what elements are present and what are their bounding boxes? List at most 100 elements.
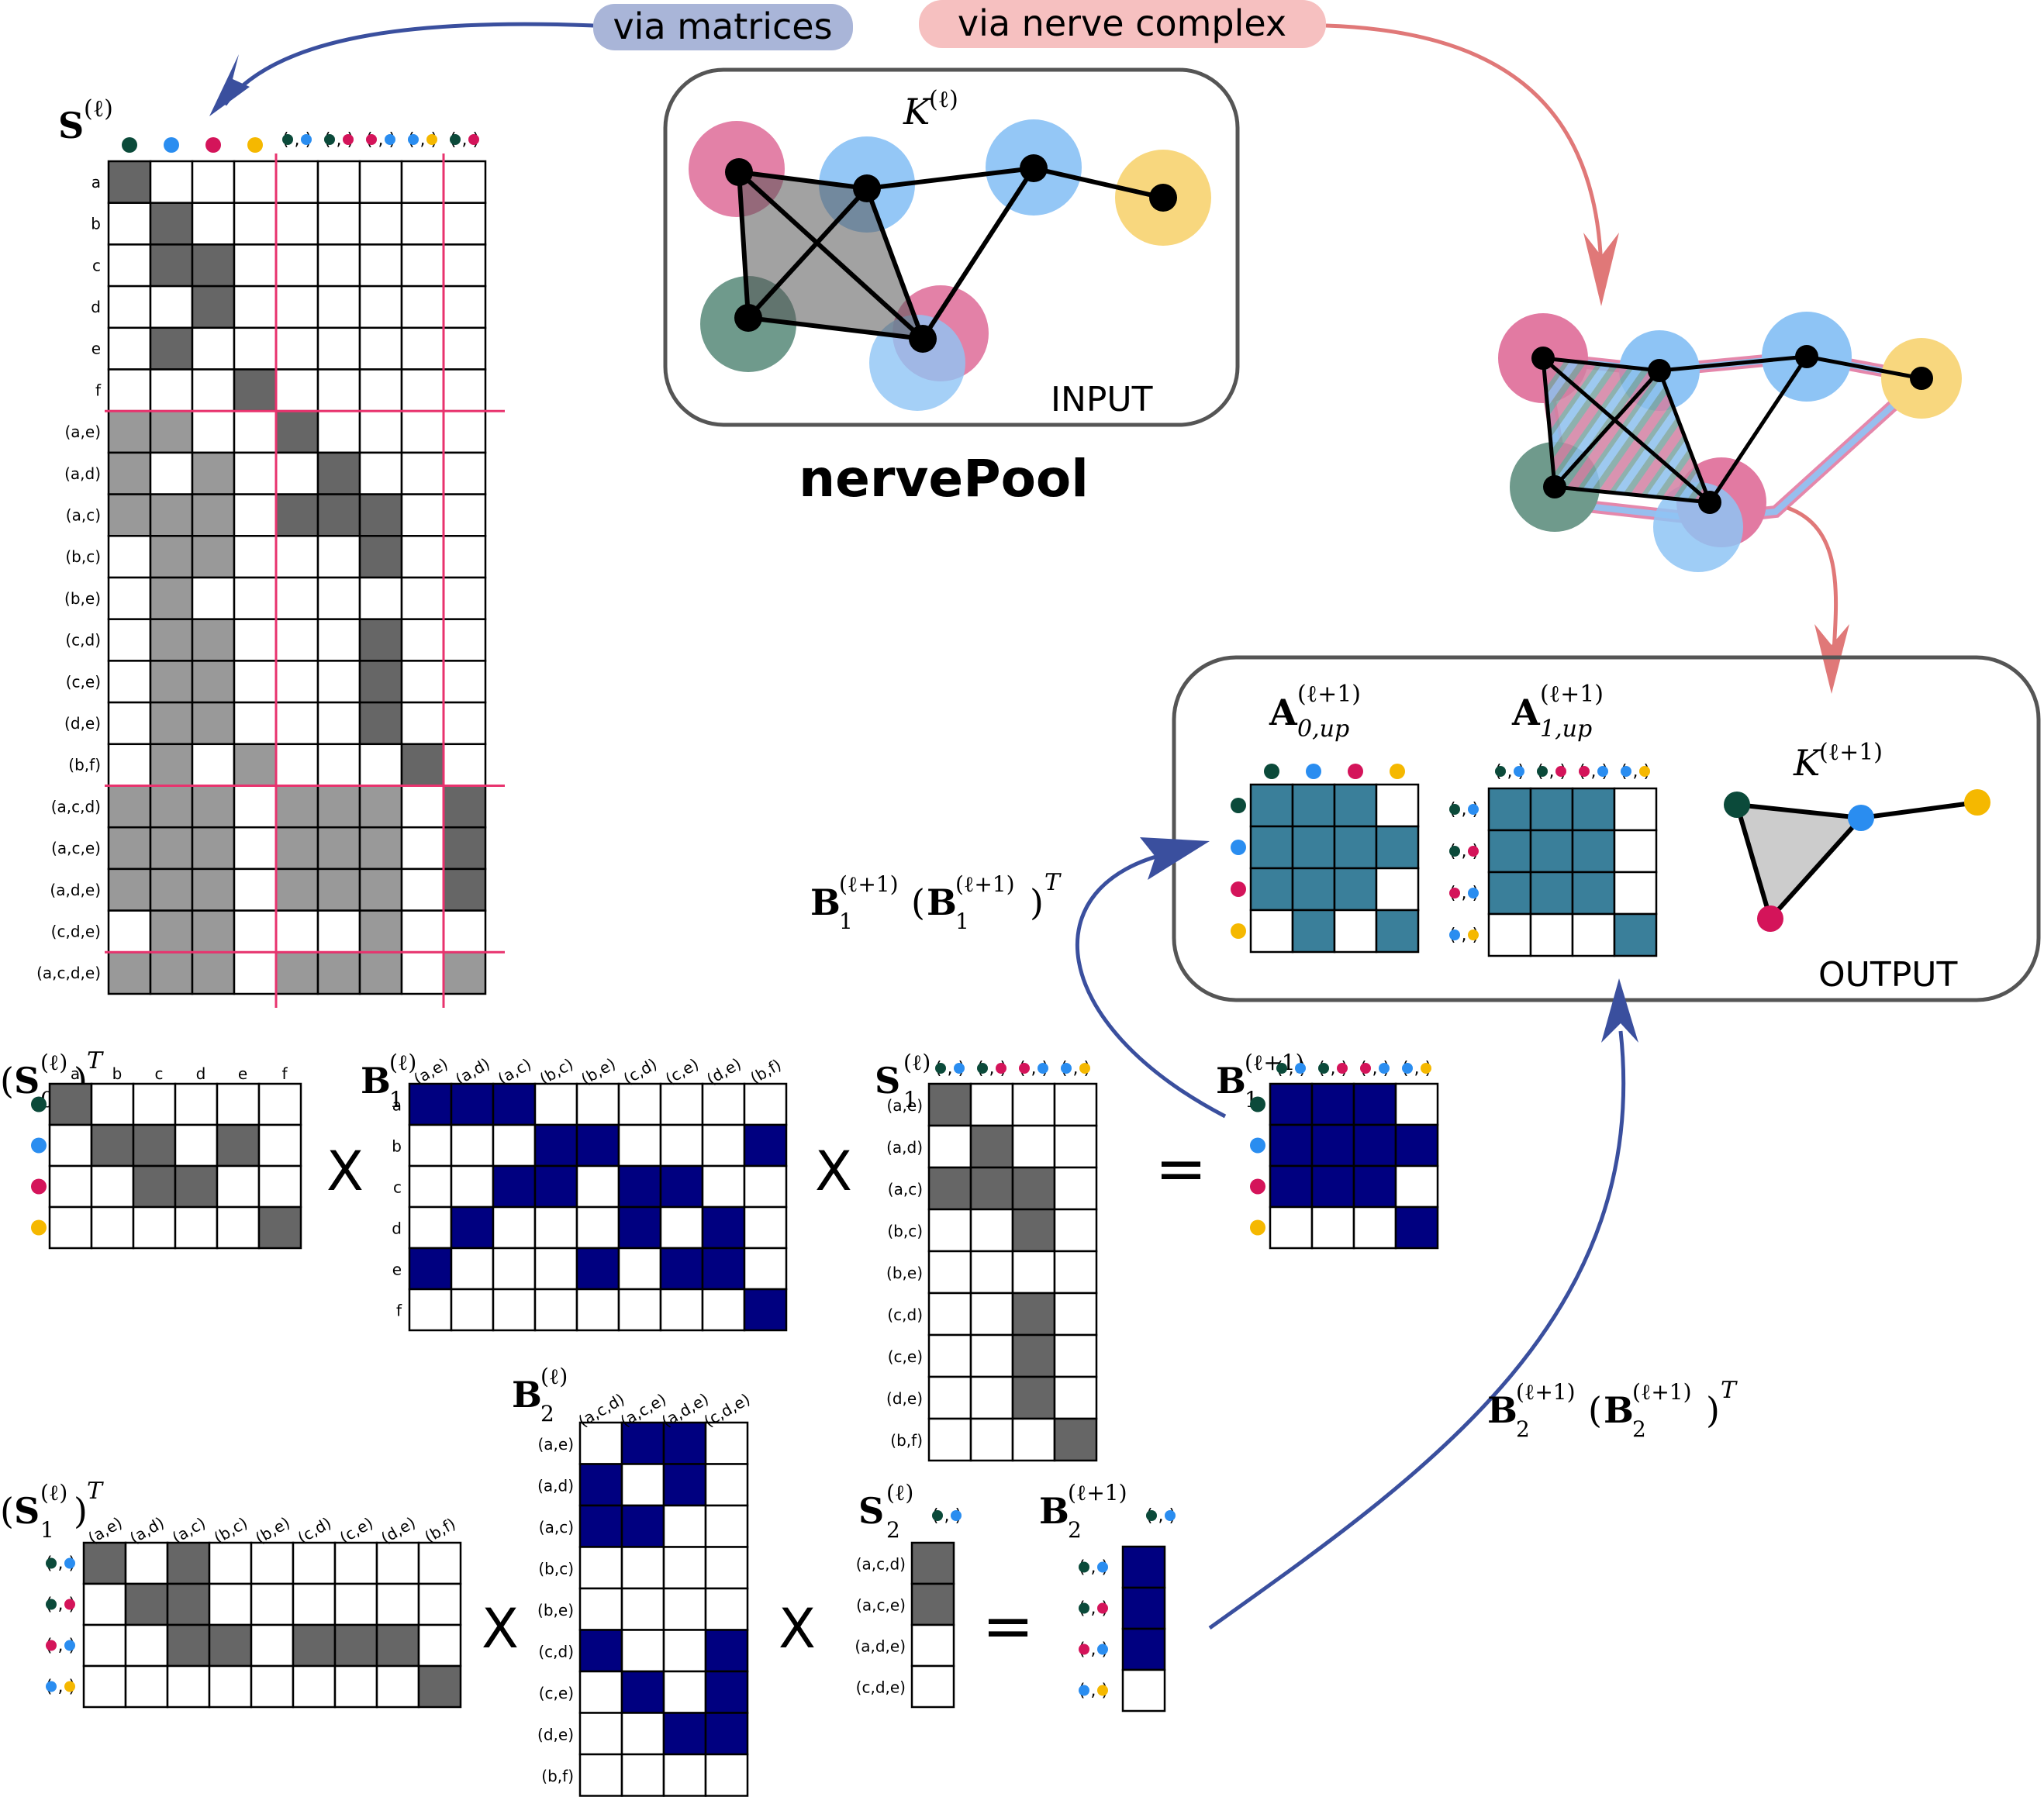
s-big-matrix-cell-8-2 [191,493,236,537]
s0t-matrix-cell-0-0 [48,1082,93,1126]
b2-to-a1-arrow [1208,1030,1626,1630]
s1-matrix-cell-6-0 [927,1333,972,1378]
s-big-matrix-cell-8-7 [400,493,445,537]
b2-matrix-cell-3-2 [662,1546,707,1590]
svg-text:(ℓ+1): (ℓ+1) [955,871,1015,897]
b1-matrix-cell-1-4 [575,1123,620,1168]
b2-matrix-cell-5-1 [620,1629,665,1673]
a1-matrix-cell-1-1 [1529,829,1574,874]
s1t-matrix-cell-0-4 [250,1541,295,1585]
b1-matrix-cell-4-0 [408,1247,453,1291]
b1next-row-dot-1 [1250,1137,1265,1154]
b1next-row-dot-2 [1250,1178,1265,1195]
b2-matrix-cell-7-2 [662,1712,707,1756]
b1-matrix-cell-2-4 [575,1164,620,1209]
a0-matrix-cell-0-3 [1375,783,1420,828]
b1next-matrix-cell-3-2 [1352,1205,1397,1250]
nerve-to-output-arrow [1787,505,1839,652]
s-big-matrix-cell-10-7 [400,576,445,620]
a1-col-pair-2: ( , ) [1579,762,1608,781]
s-big-matrix-cell-7-1 [149,451,194,495]
via-nerve-arrow [1325,23,1604,272]
s-big-matrix-cell-6-2 [191,409,236,454]
b1-row-label: c [393,1178,402,1197]
b1-matrix-cell-3-2 [492,1205,537,1250]
s1-matrix-cell-5-1 [969,1292,1014,1337]
s1-row-label: (a,d) [886,1138,923,1157]
a1-matrix-cell-0-2 [1571,787,1616,832]
a0-symbol: A [1269,692,1298,733]
b1-matrix-cell-4-2 [492,1247,537,1291]
svg-text:a: a [743,309,753,329]
s0t-matrix-cell-1-2 [132,1123,177,1168]
s2-col-pair: ( , ) [932,1506,962,1526]
s0t-col-label: a [71,1064,80,1083]
b1-matrix-cell-5-2 [492,1288,537,1332]
a0-row-dot-1 [1231,840,1246,855]
nerve-complex [1498,312,1962,572]
s0t-matrix-cell-2-4 [216,1164,261,1209]
svg-text:e: e [861,180,872,199]
b1-matrix-cell-5-5 [617,1288,662,1332]
s-big-matrix-cell-13-1 [149,701,194,746]
s-big-matrix-cell-5-1 [149,368,194,412]
svg-text:2: 2 [1632,1416,1646,1442]
s-big-matrix-cell-6-7 [400,409,445,454]
b2-matrix-cell-8-2 [662,1753,707,1797]
s-big-matrix-cell-0-6 [358,160,403,204]
via-matrices-arrow [223,22,594,106]
b1next-row-dot-0 [1250,1096,1265,1112]
s-big-matrix-cell-18-3 [233,909,278,954]
s-big-matrix-cell-11-7 [400,618,445,662]
s1t-matrix-cell-0-0 [82,1541,127,1585]
s1-matrix-cell-4-1 [969,1250,1014,1295]
s1-matrix-cell-7-1 [969,1375,1014,1420]
s-big-matrix-cell-19-8 [442,951,487,995]
b1-matrix-cell-0-7 [701,1082,746,1126]
svg-text:S: S [858,1490,884,1532]
s1t-row-pair-1: ( , ) [46,1595,75,1615]
s-big-matrix-cell-19-5 [316,951,361,995]
s2-row-label: (a,d,e) [855,1637,906,1656]
b1-matrix-cell-1-8 [743,1123,788,1168]
b2next-matrix-cell-2-0 [1121,1627,1166,1671]
input-edges [737,166,1164,341]
b2-matrix-cell-7-1 [620,1712,665,1756]
s-big-matrix-cell-2-3 [233,243,278,288]
s-big-matrix-cell-9-4 [274,535,319,579]
s1t-matrix-cell-3-2 [166,1664,211,1709]
s-big-matrix-cell-6-4 [274,409,319,454]
s-big-matrix-cell-13-7 [400,701,445,746]
a1-matrix-cell-0-1 [1529,787,1574,832]
s-big-matrix-cell-11-2 [191,618,236,662]
s-big-matrix-cell-14-0 [107,743,152,787]
b1-to-a0-arrowhead [1140,837,1210,880]
via-matrices-group: via matrices [209,4,853,116]
b1-matrix-cell-5-6 [659,1288,704,1332]
s1t-matrix-cell-3-8 [417,1664,462,1709]
s-big-matrix-cell-0-7 [400,160,445,204]
s0t-matrix-cell-2-2 [132,1164,177,1209]
s2-row-label: (a,c,e) [856,1596,906,1615]
s-big-row-label: (b,f) [68,756,101,774]
s-big-col-pair-tri: ( , ) [450,130,479,150]
a0-matrix-cell-3-3 [1375,909,1420,954]
s-big-matrix-cell-13-2 [191,701,236,746]
b1-matrix-cell-2-2 [492,1164,537,1209]
b1-matrix-cell-3-1 [450,1205,495,1250]
s-big-matrix-cell-4-2 [191,326,236,371]
s0t-matrix-cell-1-5 [257,1123,302,1168]
s-big-matrix-cell-11-8 [442,618,487,662]
s0t-matrix-cell-3-1 [90,1205,135,1250]
svg-text:2: 2 [1516,1416,1530,1442]
s-big-matrix-cell-3-1 [149,285,194,329]
a1-matrix-cell-1-3 [1613,829,1658,874]
s0t-matrix-cell-2-5 [257,1164,302,1209]
s-big-matrix-cell-16-1 [149,826,194,871]
s-big-matrix-cell-2-2 [191,243,236,288]
a1-sup: (ℓ+1) [1540,681,1604,708]
b1-matrix-cell-2-7 [701,1164,746,1209]
s-big-col-dot-2 [205,137,221,153]
s-big-row-label: (a,c,d,e) [36,964,101,982]
b1next-matrix-cell-0-0 [1269,1082,1314,1126]
